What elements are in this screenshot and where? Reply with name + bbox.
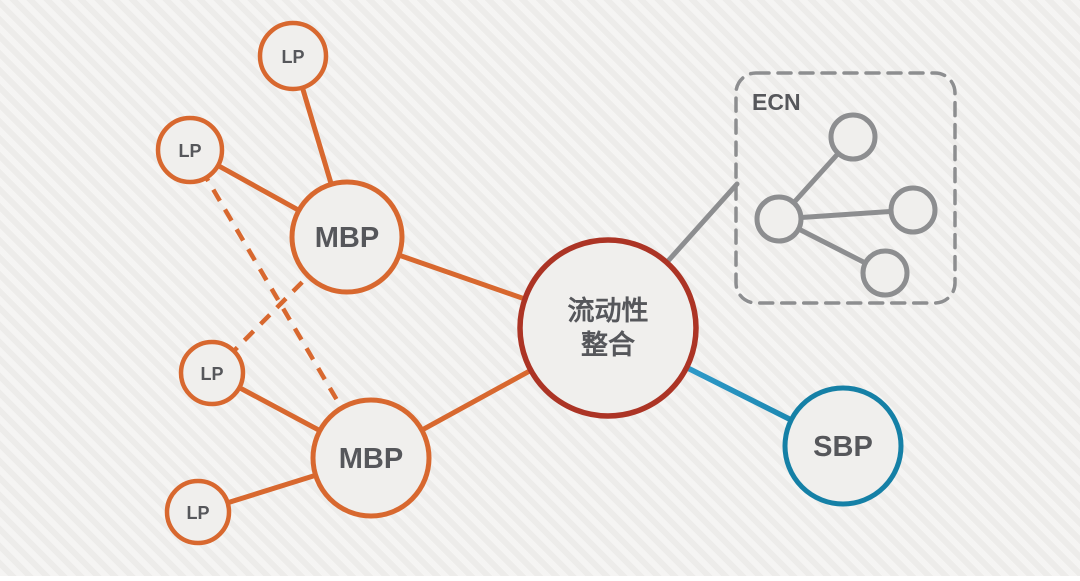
node-aggregator-label-line-2: 整合 bbox=[581, 329, 635, 360]
node-ecn-node-2-circle bbox=[888, 185, 938, 235]
node-lp-1-label: LP bbox=[281, 47, 304, 67]
node-mbp-2-circle bbox=[310, 397, 432, 519]
node-mbp-2-label: MBP bbox=[339, 443, 403, 475]
node-aggregator-label-line-1: 流动性 bbox=[568, 296, 649, 326]
node-lp-2-label: LP bbox=[178, 141, 201, 161]
node-lp-3-label: LP bbox=[200, 364, 223, 384]
node-sbp-label: SBP bbox=[813, 431, 873, 463]
ecn-box-label: ECN bbox=[752, 89, 801, 115]
node-ecn-node-1-circle bbox=[828, 112, 878, 162]
node-lp-2-circle bbox=[155, 115, 225, 185]
node-ecn-hub-circle bbox=[754, 194, 804, 244]
node-sbp-circle bbox=[782, 385, 904, 507]
node-lp-4-label: LP bbox=[186, 503, 209, 523]
node-lp-3-circle bbox=[178, 339, 246, 407]
node-aggregator-circle bbox=[517, 237, 699, 419]
node-lp-1-circle bbox=[257, 20, 329, 92]
node-mbp-1-label: MBP bbox=[315, 222, 379, 254]
node-mbp-1-circle bbox=[289, 179, 405, 295]
node-lp-4-circle bbox=[164, 478, 232, 546]
node-ecn-node-3-circle bbox=[860, 248, 910, 298]
